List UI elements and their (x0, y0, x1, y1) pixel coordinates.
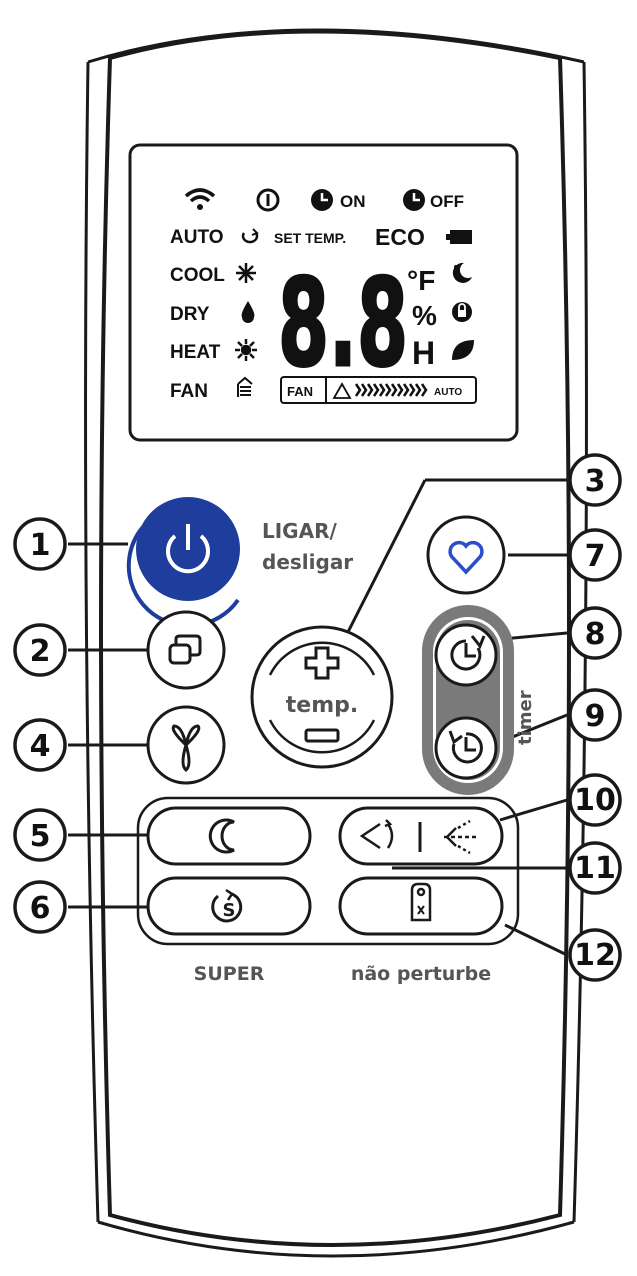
svg-text:S: S (223, 900, 236, 921)
clock-off-icon (403, 189, 425, 211)
temp-rocker: temp. (250, 625, 394, 769)
callout-6: 6 (13, 880, 67, 934)
callout-10-number: 10 (574, 783, 616, 818)
power-label-line1: LIGAR/ (262, 519, 337, 543)
layers-icon (168, 634, 202, 665)
lcd-display: ON OFF AUTO SET TEMP. ECO COOL DRY (128, 143, 519, 442)
callout-3: 3 (568, 453, 622, 507)
lcd-set-temp-label: SET TEMP. (274, 230, 346, 246)
callout-12-number: 12 (574, 938, 616, 973)
swing-icon (359, 819, 394, 850)
fan-speed-bars (354, 383, 428, 397)
super-button[interactable]: S (146, 876, 312, 936)
leaf-icon (452, 340, 474, 360)
lcd-fan-label: FAN (170, 381, 208, 402)
callout-10: 10 (568, 773, 622, 827)
callout-1-number: 1 (30, 528, 51, 563)
drop-icon (241, 301, 255, 323)
lcd-digits: 8.8 (278, 255, 408, 394)
temp-up-button[interactable] (304, 646, 340, 680)
lcd-dry-label: DRY (170, 304, 210, 325)
minus-icon (304, 728, 340, 743)
power-label-line2: desligar (262, 550, 353, 574)
battery-icon (446, 230, 472, 244)
timer-group (422, 605, 514, 795)
callout-4: 4 (13, 718, 67, 772)
sun-icon (235, 339, 257, 361)
nao-perturbe-label: não perturbe (351, 963, 491, 985)
moon-icon (208, 818, 235, 854)
super-icon: S (211, 888, 243, 923)
callout-7-number: 7 (585, 539, 606, 574)
temp-label: temp. (286, 693, 358, 718)
heart-icon (448, 540, 484, 575)
callout-2: 2 (13, 623, 67, 677)
callout-12: 12 (568, 928, 622, 982)
callout-1: 1 (13, 517, 67, 571)
power-standby-icon (256, 188, 280, 212)
plus-icon (304, 646, 340, 680)
lcd-cool-label: COOL (170, 265, 225, 286)
timer-off-icon (448, 730, 483, 764)
moon-star-icon (452, 262, 472, 283)
fan-speed-box: FAN AUTO (280, 376, 477, 404)
lcd-on-label: ON (340, 192, 366, 211)
callout-9: 9 (568, 688, 622, 742)
lcd-fan-auto-label: AUTO (434, 387, 462, 398)
callout-7: 7 (568, 528, 622, 582)
lcd-hour-label: H (412, 335, 435, 371)
callout-8: 8 (568, 606, 622, 660)
lcd-eco-label: ECO (375, 224, 425, 250)
timer-on-icon (450, 635, 486, 671)
fan-blade-icon (171, 724, 201, 772)
airflow-icon (444, 819, 478, 855)
cycle-icon (241, 228, 259, 244)
lcd-off-label: OFF (430, 192, 464, 211)
callout-5-number: 5 (30, 819, 51, 854)
callout-5: 5 (13, 808, 67, 862)
mode-button[interactable] (146, 610, 226, 690)
lcd-heat-label: HEAT (170, 342, 221, 363)
favorite-button[interactable] (426, 515, 506, 595)
power-icon (166, 524, 210, 574)
door-hanger-icon (410, 882, 432, 922)
sleep-button[interactable] (146, 806, 312, 866)
clock-on-icon (311, 189, 333, 211)
lcd-deg-f-label: °F (407, 265, 435, 296)
lcd-auto-label: AUTO (170, 227, 223, 248)
fan-button[interactable] (146, 705, 226, 785)
lcd-percent-label: % (412, 300, 437, 331)
do-not-disturb-button[interactable] (338, 876, 504, 936)
super-label: SUPER (194, 963, 265, 985)
timer-label: timer (515, 690, 536, 745)
callout-11: 11 (568, 841, 622, 895)
power-button[interactable] (126, 497, 240, 628)
fan-level-icon (332, 382, 352, 399)
callout-2-number: 2 (30, 634, 51, 669)
timer-off-button[interactable] (434, 716, 498, 780)
callout-3-number: 3 (585, 464, 606, 499)
lcd-fan-box-label: FAN (287, 384, 313, 399)
wifi-icon (184, 188, 216, 210)
callout-11-number: 11 (574, 851, 616, 886)
bottom-button-block (136, 796, 520, 946)
callout-8-number: 8 (585, 617, 606, 652)
callout-4-number: 4 (30, 729, 51, 764)
callout-9-number: 9 (585, 699, 606, 734)
snowflake-icon (236, 263, 256, 283)
swing-button[interactable] (338, 806, 504, 866)
lock-icon (452, 302, 472, 322)
callout-lines (68, 478, 568, 957)
timer-on-button[interactable] (434, 623, 498, 687)
fan-mode-icon (237, 376, 253, 397)
temp-down-button[interactable] (304, 728, 340, 743)
callout-6-number: 6 (30, 891, 51, 926)
